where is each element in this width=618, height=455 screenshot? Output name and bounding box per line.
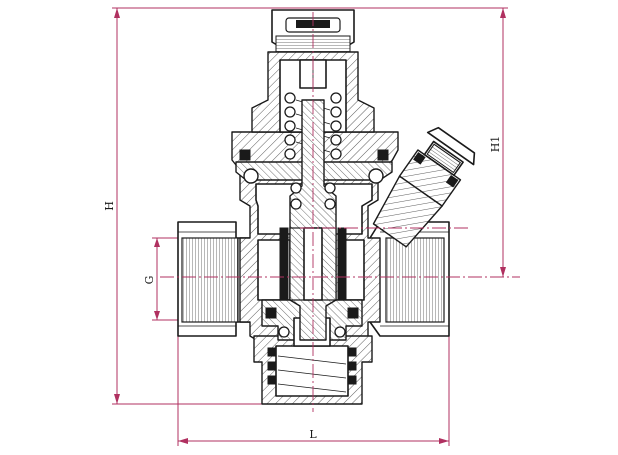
dimension-label-h1: H1 — [489, 136, 502, 153]
dimension-label-g: G — [143, 276, 156, 285]
center-axes — [160, 12, 520, 412]
lower-spring — [267, 347, 357, 393]
gauge-port — [372, 126, 476, 248]
dimension-label-h: H — [103, 201, 116, 211]
dimension-label-l: L — [309, 428, 317, 441]
dimension-lines — [112, 7, 508, 446]
